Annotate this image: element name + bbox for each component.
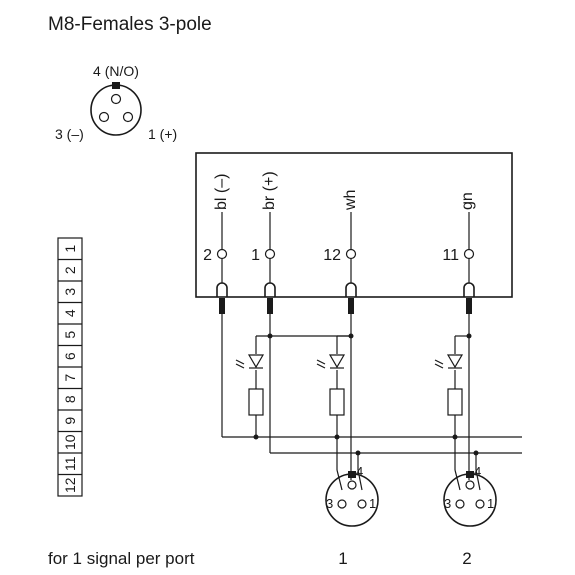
pin-blocks <box>219 298 472 314</box>
pin-face-key <box>112 82 120 89</box>
led-1 <box>235 354 265 369</box>
terminal-strip-cell: 7 <box>62 374 78 382</box>
resistor-2 <box>329 388 345 416</box>
terminal-strip-cell: 1 <box>62 245 78 253</box>
diagram-title: M8-Females 3-pole <box>48 14 212 35</box>
wire-label-gn: gn <box>459 192 476 210</box>
pin-1-socket <box>122 111 134 123</box>
terminal-circle-1 <box>264 248 276 260</box>
terminal-strip-cell: 3 <box>62 288 78 296</box>
terminal-circle-2 <box>216 248 228 260</box>
terminal-strip-cell: 9 <box>62 417 78 425</box>
footer-label: for 1 signal per port <box>48 549 195 568</box>
terminal-number-2: 2 <box>203 247 212 264</box>
terminal-strip-cell: 2 <box>62 266 78 274</box>
port-connector-2: 4 3 1 <box>443 464 497 527</box>
resistor-3 <box>447 388 463 416</box>
terminal-strip-cell: 4 <box>62 309 78 317</box>
pin-label-right: 1 (+) <box>148 126 177 142</box>
port-2-pin-left-label: 3 <box>444 496 451 511</box>
housing-box <box>195 152 513 298</box>
pin-label-top: 4 (N/O) <box>93 63 139 79</box>
terminal-strip-cell: 8 <box>62 395 78 403</box>
terminal-strip-cell: 12 <box>62 477 78 493</box>
terminal-strip-cell: 11 <box>62 456 78 471</box>
pin-3-socket <box>98 111 110 123</box>
terminal-number-11: 11 <box>442 247 459 264</box>
wire-label-br: br (+) <box>261 171 278 210</box>
terminal-number-1: 1 <box>251 247 260 264</box>
terminal-number-12: 12 <box>323 247 341 264</box>
port-1-pin-right-label: 1 <box>369 496 376 511</box>
wire-label-bl: bl (–) <box>213 174 230 210</box>
led-3 <box>434 354 464 369</box>
led-2 <box>316 354 346 369</box>
pin-label-left: 3 (–) <box>55 126 84 142</box>
pin-4-socket <box>110 93 122 105</box>
terminal-strip-cell: 10 <box>62 434 78 450</box>
terminal-strip-cell: 5 <box>62 331 78 339</box>
junction-dots <box>253 333 479 456</box>
port-label-1: 1 <box>338 549 347 568</box>
port-connector-1: 4 3 1 <box>325 464 379 527</box>
terminal-strip-cell: 6 <box>62 352 78 360</box>
socket-contacts <box>216 282 475 297</box>
port-1-pin-top-label: 4 <box>356 464 363 479</box>
port-1-pin-left-label: 3 <box>326 496 333 511</box>
port-label-2: 2 <box>462 549 471 568</box>
wire-label-wh: wh <box>342 190 359 211</box>
port-2-pin-top-label: 4 <box>474 464 481 479</box>
m8-pin-face: 4 (N/O) 3 (–) 1 (+) <box>55 63 177 142</box>
terminal-circle-12 <box>345 248 357 260</box>
resistor-1 <box>248 388 264 416</box>
terminal-wire-labels: bl (–) br (+) wh gn <box>213 171 476 211</box>
terminal-circle-11 <box>463 248 475 260</box>
port-2-pin-right-label: 1 <box>487 496 494 511</box>
pin-face-outer-circle <box>90 84 142 136</box>
